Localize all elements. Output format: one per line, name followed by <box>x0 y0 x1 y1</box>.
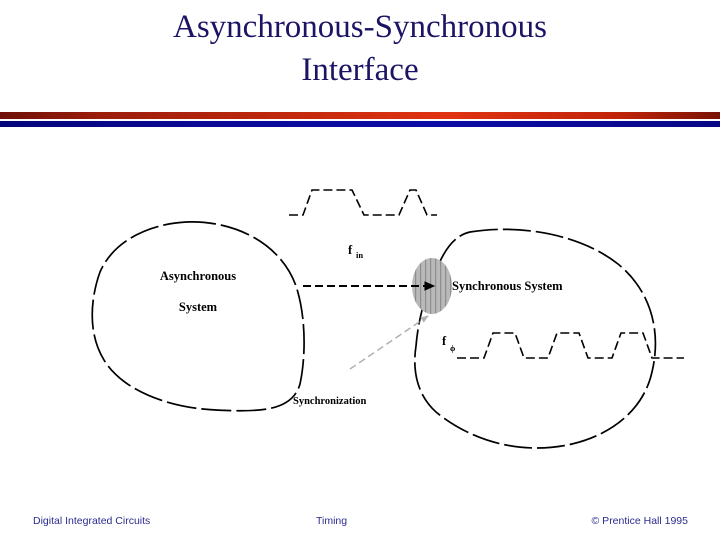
sync-blob-outline <box>413 228 657 449</box>
sync-blob-label: Synchronous System <box>452 279 563 293</box>
interface-diagram: f in Asynchronous System Synchronous Sys… <box>0 140 720 490</box>
footer-copyright: © Prentice Hall 1995 <box>591 515 688 527</box>
synchronous-system-blob: Synchronous System <box>413 228 657 449</box>
asynchronous-system-blob: Asynchronous System <box>91 221 305 412</box>
slide-footer: Digital Integrated Circuits Timing © Pre… <box>0 506 720 534</box>
input-waveform-fin <box>289 189 437 216</box>
fphi-label: f ϕ <box>442 334 455 353</box>
fin-trace <box>289 189 437 216</box>
async-blob-outline <box>91 221 305 412</box>
diagram-svg: f in Asynchronous System Synchronous Sys… <box>91 189 684 449</box>
fphi-label-base: f <box>442 334 447 348</box>
fin-label-subscript: in <box>356 250 363 260</box>
fin-label-base: f <box>348 243 353 257</box>
synchronization-pointer-arrow <box>349 315 429 370</box>
fphi-label-subscript: ϕ <box>450 343 455 353</box>
fin-label: f in <box>348 243 363 260</box>
divider-bar-white <box>0 119 720 121</box>
clock-waveform-fphi <box>457 332 684 359</box>
divider-bar-red <box>0 112 720 119</box>
footer-book-title: Digital Integrated Circuits <box>33 515 151 527</box>
footer-chapter-title: Timing <box>316 515 348 527</box>
async-blob-label-line1: Asynchronous <box>160 269 236 283</box>
divider-bar-blue <box>0 121 720 127</box>
fphi-trace <box>457 332 684 359</box>
page-title-text: Asynchronous-Synchronous Interface <box>173 9 547 88</box>
synchronization-callout: Synchronization <box>293 315 429 407</box>
page-title: Asynchronous-Synchronous Interface <box>40 6 680 92</box>
async-blob-label-line2: System <box>179 300 218 314</box>
synchronization-label: Synchronization <box>293 396 366 407</box>
